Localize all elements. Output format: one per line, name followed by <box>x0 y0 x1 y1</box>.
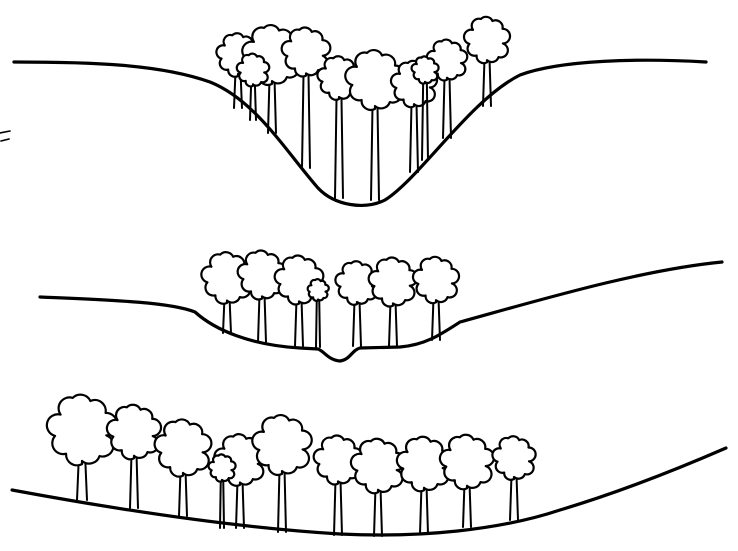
tree-crown <box>412 56 439 83</box>
margin-tick-mark <box>0 131 10 141</box>
tree-trunk <box>220 477 224 528</box>
tree-crown <box>492 436 535 480</box>
tree-group-bottom <box>47 395 536 536</box>
tree-trunk <box>335 92 343 198</box>
tree-crown <box>308 279 329 301</box>
tree-group-top <box>216 17 510 200</box>
tree <box>107 405 161 508</box>
tree <box>314 436 363 535</box>
panel-bottom <box>12 395 726 536</box>
tree-trunk <box>316 297 320 347</box>
tree <box>492 436 535 520</box>
tree-trunk <box>302 68 310 168</box>
tree-crown <box>155 419 212 476</box>
panel-middle <box>40 251 722 361</box>
tree-trunk <box>371 100 379 200</box>
tree <box>155 419 212 516</box>
tree-crown <box>464 17 510 63</box>
tree-crown <box>413 257 459 303</box>
tree-group-middle <box>201 251 459 347</box>
tree <box>412 56 439 160</box>
tree <box>351 439 405 536</box>
tree <box>464 17 510 106</box>
tree <box>345 50 404 200</box>
tree <box>209 454 236 528</box>
tree-crown <box>237 54 269 87</box>
tree <box>47 395 117 500</box>
tree-crown <box>369 258 418 307</box>
tree <box>308 279 329 347</box>
tree-crown <box>209 454 236 481</box>
tree <box>369 258 418 346</box>
panel-top <box>14 17 706 206</box>
tree-trunk <box>410 99 418 172</box>
tree-trunk <box>443 74 451 139</box>
tree-crown <box>351 439 405 493</box>
tree-crown <box>107 405 161 459</box>
tree <box>282 28 331 168</box>
